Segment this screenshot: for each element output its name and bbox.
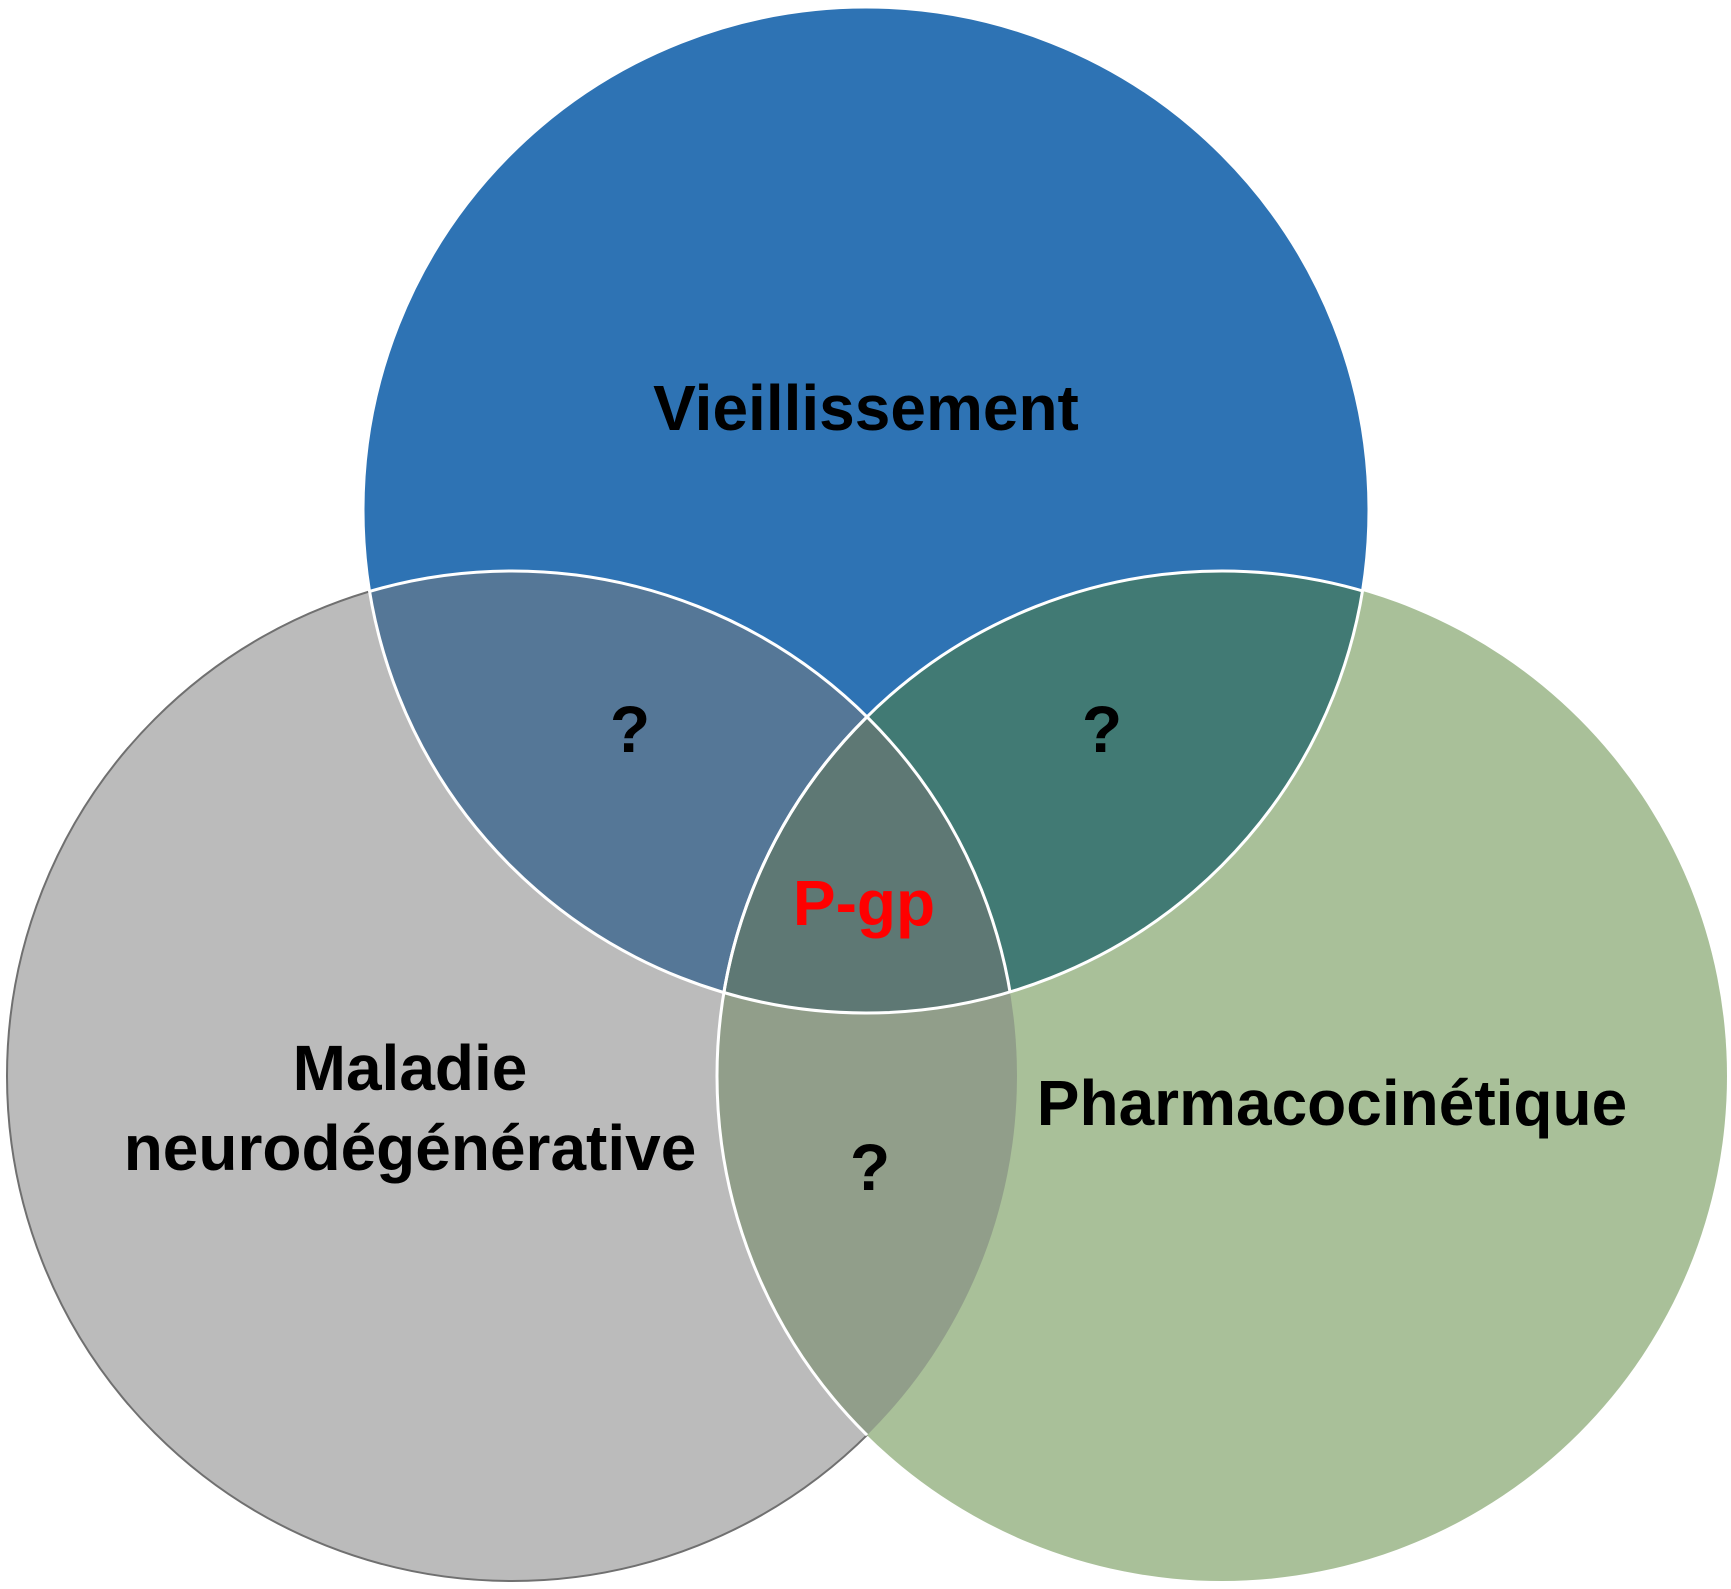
outline-right-in-left (715, 571, 1017, 1581)
outline-right-inner (715, 569, 1369, 1013)
overlap-top-left (363, 571, 1017, 1013)
label-neurodegenerative-line-2: neurodégénérative (124, 1112, 697, 1184)
label-center-pgp: P-gp (793, 867, 935, 939)
label-pharmacokinetics: Pharmacocinétique (1037, 1067, 1627, 1139)
label-overlap-top-left: ? (610, 692, 650, 766)
label-overlap-top-right: ? (1082, 692, 1122, 766)
label-aging: Vieillissement (653, 372, 1079, 444)
label-neurodegenerative-line-1: Maladie (293, 1032, 528, 1104)
overlap-top-right (717, 571, 1369, 1013)
outline-top-edge (362, 6, 1370, 1014)
label-overlap-left-right: ? (850, 1130, 890, 1204)
outline-left-inner (363, 569, 1019, 1013)
